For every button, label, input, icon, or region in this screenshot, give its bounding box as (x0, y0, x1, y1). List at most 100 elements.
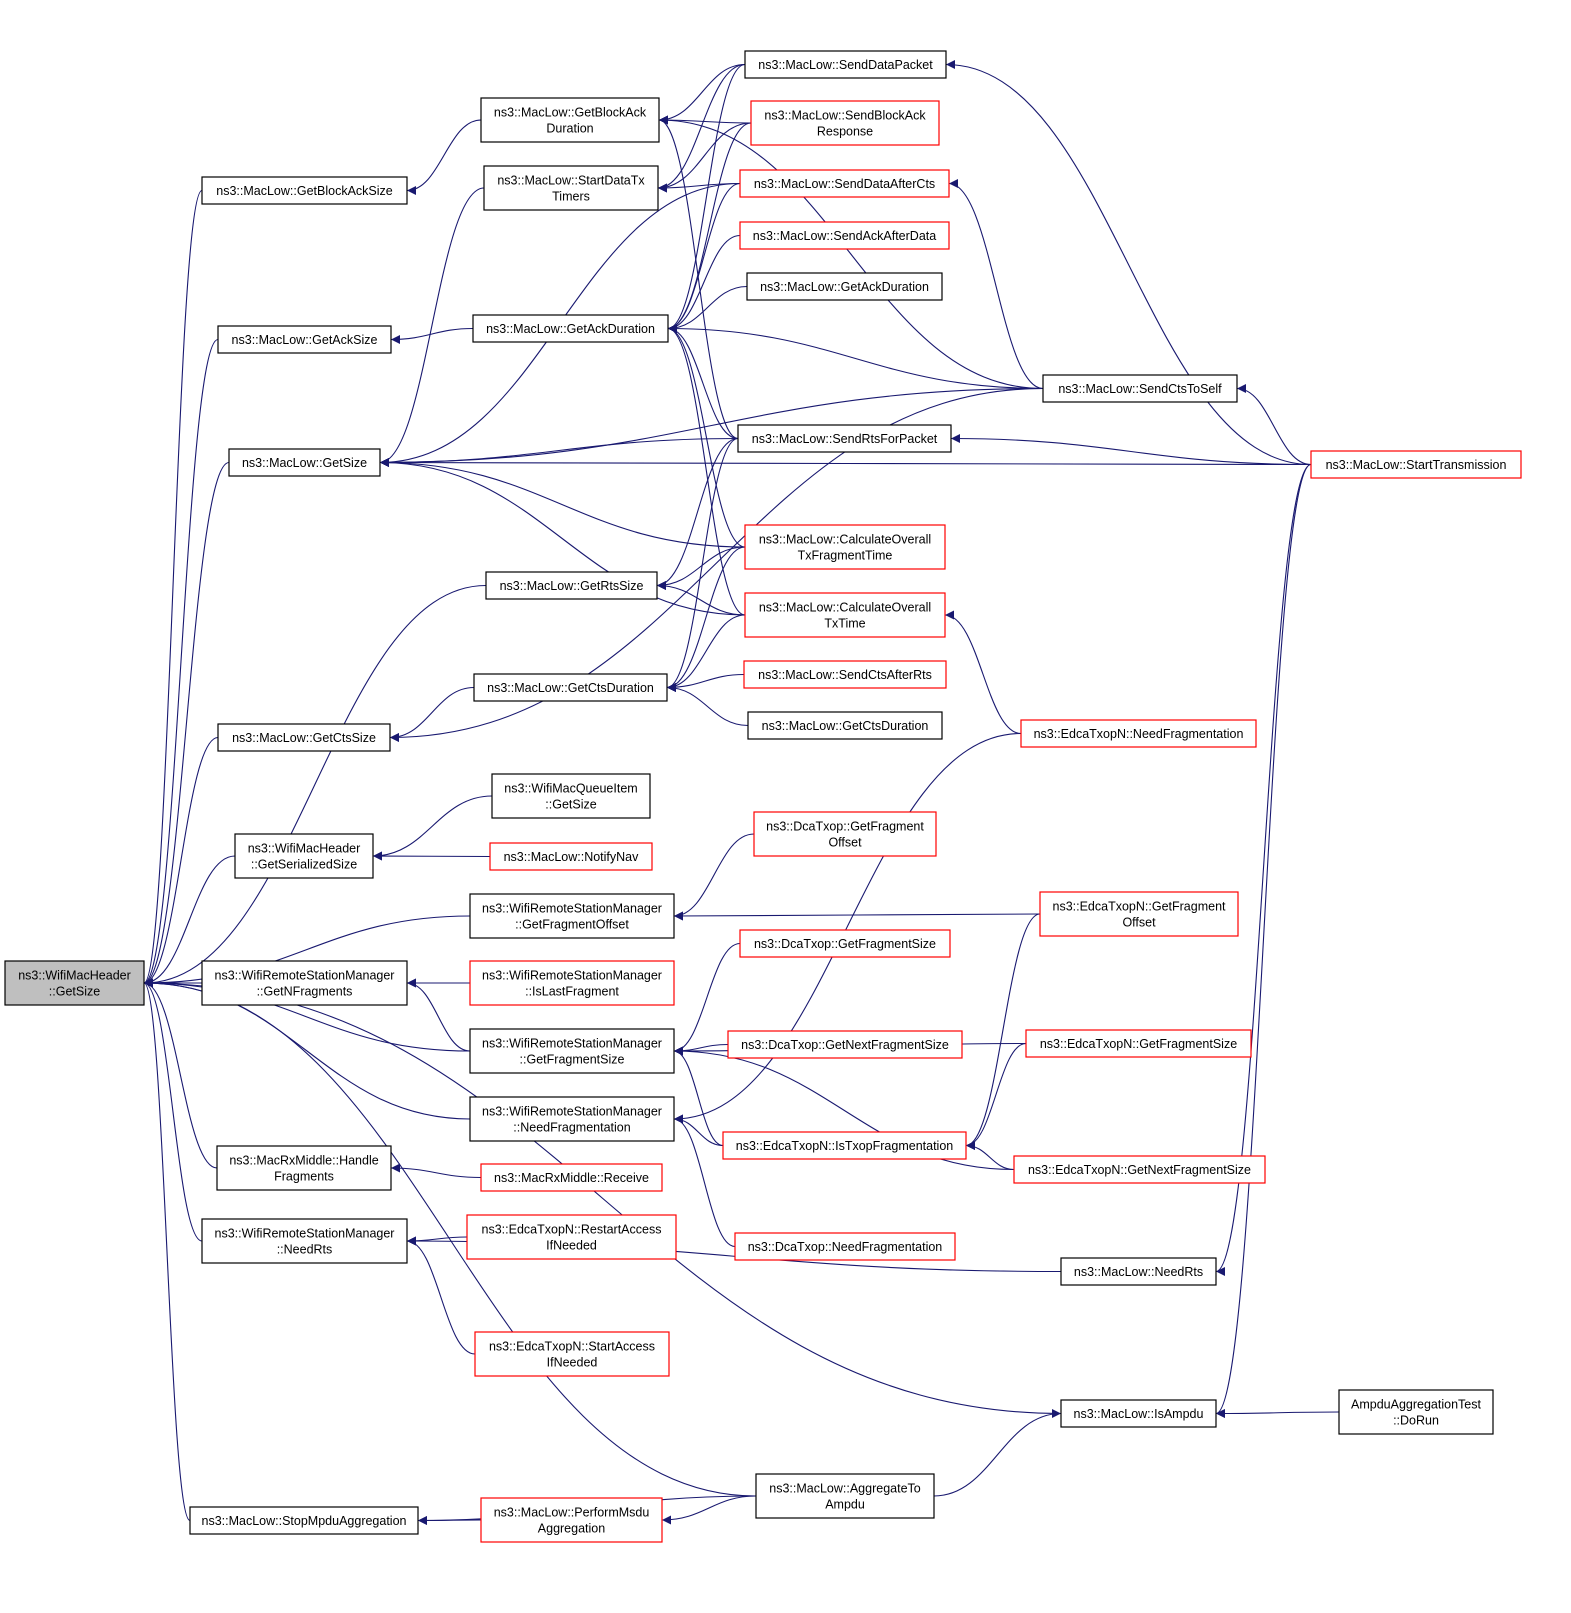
node-label: ns3::WifiRemoteStationManager (482, 1037, 662, 1051)
node-dcaGetNextFragmentSize[interactable]: ns3::DcaTxop::GetNextFragmentSize (727, 1030, 963, 1059)
node-dcaNeedFragmentation[interactable]: ns3::DcaTxop::NeedFragmentation (734, 1232, 956, 1261)
edge-sendRtsForPacket-to-getCtsDuration (666, 437, 739, 692)
node-getAckDuration2[interactable]: ns3::MacLow::GetAckDuration (746, 272, 943, 301)
node-box (480, 97, 660, 143)
node-wrsmGetFragmentOffset[interactable]: ns3::WifiRemoteStationManager::GetFragme… (469, 893, 675, 939)
node-wrsmGetFragmentSize[interactable]: ns3::WifiRemoteStationManager::GetFragme… (469, 1028, 675, 1074)
node-getAckSize[interactable]: ns3::MacLow::GetAckSize (217, 325, 392, 354)
edge-handleFragments-to-root (143, 978, 218, 1169)
edge-ampduTestDoRun-to-isAmpdu (1215, 1408, 1340, 1418)
node-root[interactable]: ns3::WifiMacHeader::GetSize (4, 960, 145, 1006)
node-sendDataAfterCts[interactable]: ns3::MacLow::SendDataAfterCts (739, 169, 950, 198)
node-getAckDuration[interactable]: ns3::MacLow::GetAckDuration (472, 314, 669, 343)
node-label: ns3::MacLow::SendRtsForPacket (752, 432, 938, 446)
node-box (744, 592, 946, 638)
node-label: ns3::WifiRemoteStationManager (482, 969, 662, 983)
node-box (750, 100, 940, 146)
node-getSerializedSize[interactable]: ns3::WifiMacHeader::GetSerializedSize (234, 833, 374, 879)
node-label: ::GetNFragments (257, 985, 353, 999)
node-box (1025, 1029, 1252, 1058)
node-getCtsDuration[interactable]: ns3::MacLow::GetCtsDuration (473, 673, 668, 702)
node-dcaGetFragmentOffset[interactable]: ns3::DcaTxop::GetFragmentOffset (753, 811, 937, 857)
node-edcaNeedFragmentation[interactable]: ns3::EdcaTxopN::NeedFragmentation (1020, 719, 1257, 748)
edge-wrsmGetFragmentSize-to-root (143, 978, 471, 1052)
node-getRtsSize[interactable]: ns3::MacLow::GetRtsSize (485, 571, 658, 600)
edge-restartAccess-to-needRtsWrsm (406, 1236, 468, 1246)
node-receive[interactable]: ns3::MacRxMiddle::Receive (480, 1163, 663, 1192)
node-queueItemGetSize[interactable]: ns3::WifiMacQueueItem::GetSize (491, 773, 651, 819)
node-notifyNav[interactable]: ns3::MacLow::NotifyNav (489, 842, 653, 871)
node-isAmpdu[interactable]: ns3::MacLow::IsAmpdu (1060, 1399, 1217, 1428)
node-label: ns3::EdcaTxopN::IsTxopFragmentation (736, 1139, 954, 1153)
node-box (485, 571, 658, 600)
node-label: ::NeedRts (277, 1243, 333, 1257)
node-sendRtsForPacket[interactable]: ns3::MacLow::SendRtsForPacket (737, 424, 952, 453)
node-label: TxFragmentTime (798, 549, 893, 563)
node-label: ns3::MacLow::GetAckDuration (486, 322, 655, 336)
node-sendDataPacket[interactable]: ns3::MacLow::SendDataPacket (744, 50, 947, 79)
node-needRtsWrsm[interactable]: ns3::WifiRemoteStationManager::NeedRts (201, 1218, 408, 1264)
node-label: IfNeeded (547, 1356, 598, 1370)
node-isLastFragment[interactable]: ns3::WifiRemoteStationManager::IsLastFra… (469, 960, 675, 1006)
node-isTxopFragmentation[interactable]: ns3::EdcaTxopN::IsTxopFragmentation (722, 1131, 967, 1160)
node-box (469, 1096, 675, 1142)
node-label: ::GetFragmentSize (520, 1053, 625, 1067)
edge-getAckSize-to-root (143, 338, 219, 988)
edge-sendRtsForPacket-to-getBlockAckDuration (658, 115, 739, 440)
edge-edcaGetFragmentOffset-to-isTxopFragmentation (965, 913, 1041, 1150)
edge-sendDataAfterCts-to-getAckDuration (667, 182, 741, 333)
node-box (739, 929, 951, 958)
node-getCtsDuration2[interactable]: ns3::MacLow::GetCtsDuration (747, 711, 943, 740)
node-box (469, 960, 675, 1006)
node-label: IfNeeded (546, 1239, 597, 1253)
node-label: ns3::WifiRemoteStationManager (482, 902, 662, 916)
edge-sendDataPacket-to-startDataTxTimers (657, 63, 746, 193)
edge-notifyNav-to-getSerializedSize (372, 851, 491, 861)
node-box (469, 1028, 675, 1074)
edge-sendBlockAckResponse-to-getAckDuration (667, 122, 752, 333)
node-label: ns3::MacLow::NotifyNav (504, 850, 640, 864)
node-startTransmission[interactable]: ns3::MacLow::StartTransmission (1310, 450, 1522, 479)
node-macLowNeedRts[interactable]: ns3::MacLow::NeedRts (1060, 1257, 1217, 1286)
edge-sendCtsToSelf-to-sendDataAfterCts (948, 179, 1044, 390)
node-stopMpdu[interactable]: ns3::MacLow::StopMpduAggregation (189, 1506, 419, 1535)
node-wrsmNeedFragmentation[interactable]: ns3::WifiRemoteStationManager::NeedFragm… (469, 1096, 675, 1142)
node-calcOverallTxFrag[interactable]: ns3::MacLow::CalculateOverallTxFragmentT… (744, 524, 946, 570)
node-label: ns3::DcaTxop::GetFragment (766, 820, 924, 834)
node-box (744, 50, 947, 79)
node-box (739, 169, 950, 198)
node-box (727, 1030, 963, 1059)
node-edcaGetFragmentOffset[interactable]: ns3::EdcaTxopN::GetFragmentOffset (1039, 891, 1239, 937)
node-getBlockAckSize[interactable]: ns3::MacLow::GetBlockAckSize (201, 176, 408, 205)
node-label: ns3::MacLow::SendAckAfterData (753, 229, 936, 243)
node-edcaGetNextFragmentSize[interactable]: ns3::EdcaTxopN::GetNextFragmentSize (1013, 1155, 1266, 1184)
node-label: ns3::DcaTxop::GetFragmentSize (754, 937, 936, 951)
node-label: ns3::EdcaTxopN::GetFragment (1053, 900, 1227, 914)
node-label: Ampdu (825, 1498, 865, 1512)
node-dcaGetFragmentSize[interactable]: ns3::DcaTxop::GetFragmentSize (739, 929, 951, 958)
node-sendCtsAfterRts[interactable]: ns3::MacLow::SendCtsAfterRts (743, 660, 947, 689)
node-label: ns3::DcaTxop::GetNextFragmentSize (741, 1038, 949, 1052)
node-getSize[interactable]: ns3::MacLow::GetSize (228, 448, 381, 477)
node-box (747, 711, 943, 740)
node-edcaGetFragmentSize[interactable]: ns3::EdcaTxopN::GetFragmentSize (1025, 1029, 1252, 1058)
node-getCtsSize[interactable]: ns3::MacLow::GetCtsSize (217, 723, 391, 752)
node-sendCtsToSelf[interactable]: ns3::MacLow::SendCtsToSelf (1042, 374, 1238, 403)
edge-edcaGetNextFragmentSize-to-isTxopFragmentation (965, 1141, 1015, 1171)
edge-sendDataAfterCts-to-startDataTxTimers (657, 182, 741, 193)
node-sendAckAfterData[interactable]: ns3::MacLow::SendAckAfterData (739, 221, 950, 250)
edge-calcOverallTxFrag-to-getRtsSize (656, 546, 746, 590)
node-ampduTestDoRun[interactable]: AmpduAggregationTest::DoRun (1338, 1389, 1494, 1435)
node-getNFragments[interactable]: ns3::WifiRemoteStationManager::GetNFragm… (201, 960, 408, 1006)
edge-calcOverallTxTime-to-getRtsSize (656, 581, 746, 616)
node-box (1013, 1155, 1266, 1184)
